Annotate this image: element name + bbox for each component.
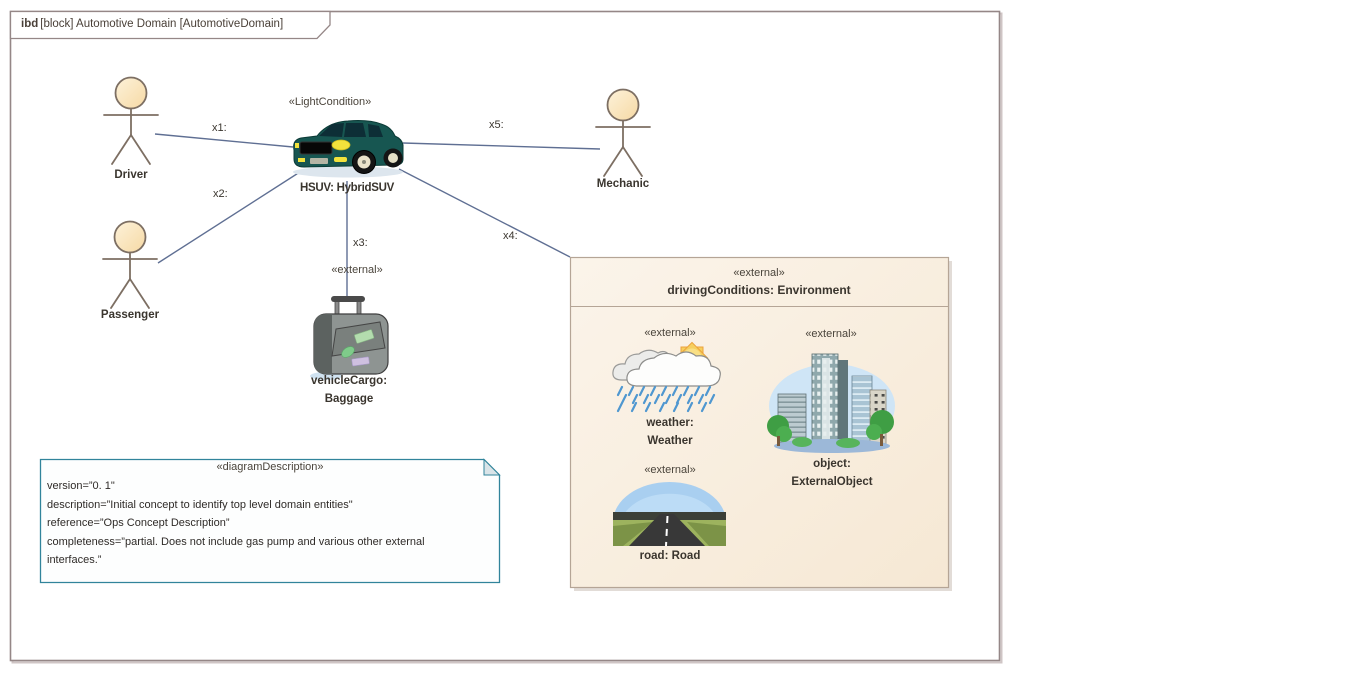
connector-x4[interactable] bbox=[398, 168, 571, 258]
weather-name-line2: Weather bbox=[647, 435, 693, 447]
weather-icon[interactable] bbox=[612, 341, 721, 413]
mechanic-label: Mechanic bbox=[596, 178, 650, 190]
note-shape[interactable] bbox=[39, 458, 501, 584]
road-name-label: road: Road bbox=[639, 550, 701, 562]
connector-x5[interactable] bbox=[402, 142, 601, 150]
frame-title-text: [block] Automotive Domain [AutomotiveDom… bbox=[40, 18, 284, 30]
note-line-reference: reference=”Ops Concept Description” bbox=[47, 517, 230, 529]
connector-label-x5: x5: bbox=[489, 119, 504, 131]
connector-label-x3: x3: bbox=[353, 237, 368, 249]
note-body: version=”0. 1" description=”Initial conc… bbox=[47, 477, 427, 570]
object-stereotype-label: «external» bbox=[805, 328, 857, 340]
connector-x2[interactable] bbox=[157, 169, 304, 264]
cargo-stereotype-label: «external» bbox=[331, 264, 383, 276]
frame-title-keyword: ibd bbox=[21, 18, 39, 30]
cargo-name-line1: vehicleCargo: bbox=[310, 375, 388, 387]
baggage-icon[interactable] bbox=[310, 296, 389, 380]
object-name-line2: ExternalObject bbox=[791, 476, 873, 488]
env-stereotype-label: «external» bbox=[733, 267, 785, 279]
connector-label-x1: x1: bbox=[212, 122, 227, 134]
note-line-completeness: completeness=”partial. Does not include … bbox=[47, 535, 425, 567]
passenger-label: Passenger bbox=[100, 309, 160, 321]
cargo-name-label: vehicleCargo: Baggage bbox=[311, 372, 387, 408]
frame-title: ibd[block] Automotive Domain [Automotive… bbox=[21, 18, 283, 30]
cloud-front-icon bbox=[626, 351, 721, 387]
road-stereotype-label: «external» bbox=[644, 464, 696, 476]
weather-name-label: weather: Weather bbox=[646, 414, 693, 450]
connector-label-x2: x2: bbox=[213, 188, 228, 200]
note-line-description: description=”Initial concept to identify… bbox=[47, 498, 353, 511]
weather-stereotype-label: «external» bbox=[644, 327, 696, 339]
connector-label-x4: x4: bbox=[503, 230, 518, 242]
env-name-label: drivingConditions: Environment bbox=[667, 283, 851, 297]
note-line-version: version=”0. 1" bbox=[47, 480, 115, 492]
connector-x1[interactable] bbox=[154, 133, 294, 148]
note-stereotype-label: «diagramDescription» bbox=[216, 461, 324, 473]
object-name-label: object: ExternalObject bbox=[791, 455, 872, 491]
driver-figure[interactable] bbox=[103, 76, 159, 165]
car-name-label: HSUV: HybridSUV bbox=[300, 182, 394, 194]
weather-name-line1: weather: bbox=[646, 417, 694, 429]
frame-tab bbox=[9, 10, 331, 40]
buildings-icon[interactable] bbox=[767, 353, 895, 453]
mechanic-figure[interactable] bbox=[595, 88, 651, 177]
road-icon[interactable] bbox=[613, 482, 726, 547]
passenger-figure[interactable] bbox=[102, 220, 158, 309]
car-icon[interactable] bbox=[293, 120, 404, 178]
driver-label: Driver bbox=[114, 169, 148, 181]
rain-icon bbox=[616, 385, 716, 413]
car-stereotype-label: «LightCondition» bbox=[288, 96, 372, 108]
object-name-line1: object: bbox=[813, 458, 851, 470]
note-fold-icon bbox=[483, 458, 501, 476]
cargo-name-line2: Baggage bbox=[324, 393, 374, 405]
